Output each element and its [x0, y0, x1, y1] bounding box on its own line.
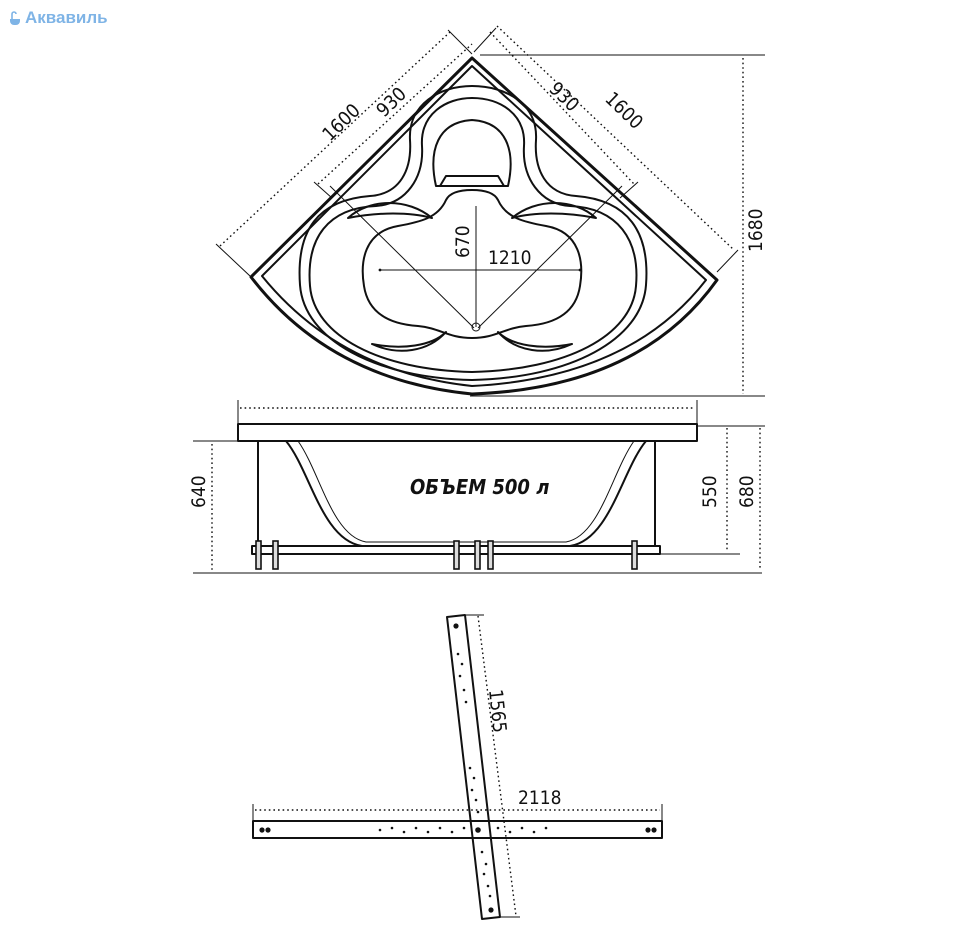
dim-right-inner: 930	[545, 78, 584, 116]
headrest-cushion	[439, 175, 505, 187]
dim-height-total: 1680	[745, 209, 767, 253]
frame-view: 1565 2118	[252, 614, 663, 920]
dim-rim-height: 640	[188, 475, 210, 508]
tub-body	[285, 440, 647, 547]
dim-depth: 670	[452, 225, 474, 258]
volume-label: ОБЪЕМ 500 л	[410, 475, 549, 499]
headrest	[432, 119, 512, 187]
basin	[361, 189, 583, 339]
diagonal-beam-holes	[453, 623, 494, 913]
dim-total-height: 680	[736, 475, 758, 508]
tub-outline-outer	[249, 56, 719, 396]
bowl-inner-line	[308, 97, 638, 373]
dim-width-inner: 1210	[488, 247, 532, 269]
dim-right-outer: 1600	[601, 88, 648, 134]
armrest-right	[511, 202, 597, 219]
dim-left-outer: 1600	[318, 100, 365, 146]
tub-outline-inner-rim	[261, 65, 707, 387]
brand-name: Аквавиль	[25, 8, 108, 27]
horizontal-beam-holes	[259, 826, 657, 834]
top-view: 1600 930 930 1600 670 1210 1680	[215, 25, 767, 397]
dim-horizontal-beam: 2118	[518, 787, 562, 809]
diagonal-beam	[446, 614, 501, 920]
support-frame	[251, 545, 661, 555]
drain-icon	[471, 322, 481, 332]
horizontal-beam	[252, 820, 663, 839]
armrest-left	[347, 202, 433, 219]
dim-diagonal-beam: 1565	[484, 688, 510, 734]
dim-base-height: 550	[699, 475, 721, 508]
footrest-left	[371, 331, 447, 352]
bowl-outline	[298, 85, 648, 381]
footrest-right	[497, 331, 573, 352]
brand-logo: Аквавиль	[8, 8, 108, 28]
side-view: ОБЪЕМ 500 л 640 550 680	[188, 400, 765, 574]
tub-rim	[237, 423, 698, 442]
dim-left-inner: 930	[372, 83, 411, 121]
legs	[255, 540, 638, 570]
bath-logo-icon	[10, 11, 20, 25]
